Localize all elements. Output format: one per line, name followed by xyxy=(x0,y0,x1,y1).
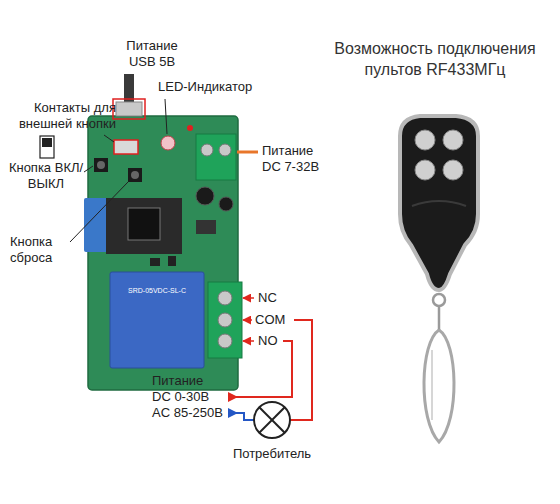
diode xyxy=(168,256,176,266)
terminal-block xyxy=(196,134,236,180)
key-ring xyxy=(433,294,445,306)
led-dot xyxy=(187,125,193,131)
terminal-screw xyxy=(219,144,231,156)
remote-button xyxy=(415,130,435,150)
terminal-arrow xyxy=(243,297,254,299)
transistor xyxy=(150,258,160,266)
button-reset xyxy=(128,168,142,182)
capacitor xyxy=(219,197,233,211)
relay-marking: SRD-05VDC-SL-C xyxy=(116,286,198,295)
supply-wire xyxy=(236,341,292,397)
terminal-screw xyxy=(218,334,232,348)
terminal-screw xyxy=(201,144,213,156)
leader-line xyxy=(70,182,128,242)
part-label: Контакты для внешней кнопки xyxy=(4,100,116,132)
usb-connector xyxy=(116,102,142,116)
power-label: DC 0-30В xyxy=(152,389,226,405)
terminal-arrow xyxy=(243,340,254,342)
load-wire xyxy=(290,320,312,420)
button-cap xyxy=(131,171,139,179)
terminal-screw xyxy=(218,291,232,305)
power-label: AC 85-250В xyxy=(152,405,226,421)
switch-lever xyxy=(42,138,52,147)
button-onoff xyxy=(94,158,108,172)
lamp-cross xyxy=(259,407,284,432)
relay xyxy=(110,272,204,368)
switch-icon xyxy=(40,136,54,158)
remote-body xyxy=(400,116,478,290)
remote-groove xyxy=(412,201,466,206)
load-lamp: Потребитель xyxy=(226,400,318,464)
heading: Возможность подключения пультов RF433МГц xyxy=(315,38,555,80)
remote-button xyxy=(443,130,463,150)
terminal-arrow xyxy=(243,319,252,321)
power-label: Питание DC 7-32В xyxy=(262,143,328,175)
supply-wire xyxy=(236,413,254,420)
power-wire xyxy=(237,151,258,154)
key-clasp xyxy=(424,330,454,442)
terminal-block xyxy=(208,282,242,358)
leader-line xyxy=(104,135,114,142)
port-label: Питание USB 5В xyxy=(119,38,185,70)
power-label: Питание xyxy=(152,373,226,389)
pin-name: NC xyxy=(258,290,288,306)
leader-line xyxy=(84,166,93,172)
terminal-screw xyxy=(218,313,232,327)
leader-line xyxy=(165,99,167,134)
led xyxy=(161,136,175,150)
remote-button xyxy=(443,160,463,180)
chip xyxy=(128,208,160,240)
part-label: LED-Индикатор xyxy=(158,79,268,95)
key-chain xyxy=(438,306,441,330)
capacitor xyxy=(196,187,214,205)
lamp-symbol xyxy=(226,400,318,440)
supply-arrow xyxy=(228,408,238,418)
part-label: Кнопка ВКЛ/ВЫКЛ xyxy=(6,160,86,192)
button-cap xyxy=(97,161,105,169)
lamp-cross xyxy=(259,407,284,432)
supply-arrow xyxy=(228,392,238,402)
pin-name: COM xyxy=(255,312,291,328)
lamp-circle xyxy=(254,402,290,438)
remote-button xyxy=(415,160,435,180)
pin-name: NO xyxy=(258,333,288,349)
node-caption: Потребитель xyxy=(226,446,318,462)
contact-pads xyxy=(114,140,138,154)
coil xyxy=(196,220,216,234)
part-label: Кнопка сброса xyxy=(10,234,72,266)
highlight-box xyxy=(113,99,145,119)
wifi-module xyxy=(106,198,182,254)
key-clasp-gate xyxy=(431,350,433,420)
